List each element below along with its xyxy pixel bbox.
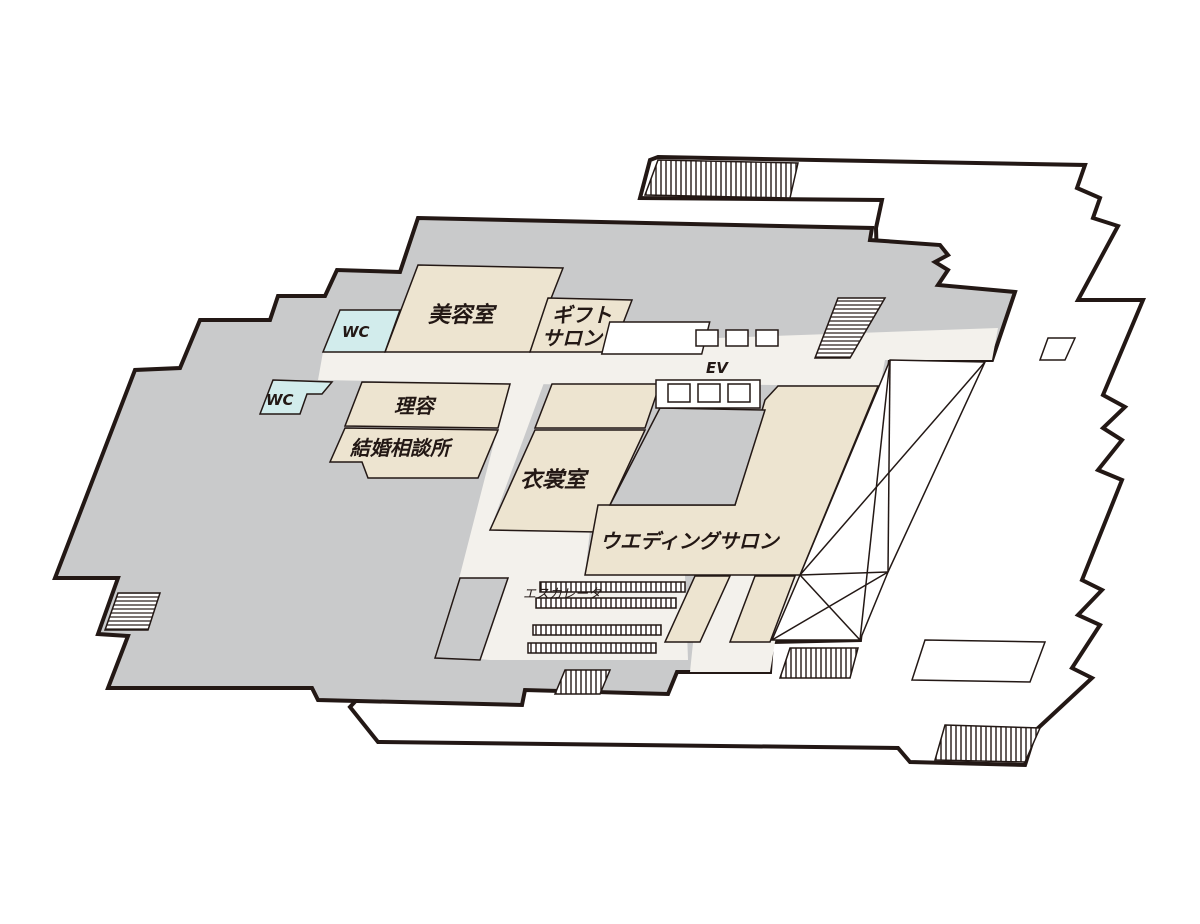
stairs-bottom-right [934,724,1042,763]
wedding-salon-label: ウエディングサロン [600,529,781,553]
costume-room-label: 衣裳室 [520,467,590,493]
barber-room [343,381,511,429]
stairs-top-left [643,159,799,199]
stairs-left [103,592,162,631]
beauty-salon-label: 美容室 [428,302,498,328]
stairs-bottom-right-inner [778,647,859,679]
stairs-upper-right [813,297,887,359]
gift-salon-label-1: ギフト [552,303,612,327]
elevator-car [697,383,721,403]
elevator-car [755,329,779,347]
inner-gray-block [608,407,767,506]
marriage-consult-label: 結婚相談所 [349,436,454,460]
wc-upper-room [321,309,402,353]
stairs-bottom-center [553,669,612,695]
wc-lower-label: WC [266,391,294,409]
terrace-box-large [910,639,1047,683]
elevator-car [727,383,751,403]
room-small-a [663,575,732,643]
costume-room-upper [533,383,662,429]
elevator-label: EV [706,359,729,377]
wc-upper-label: WC [342,323,370,341]
elevator-car [667,383,691,403]
barber-label: 理容 [394,394,437,418]
wc-lower-room [258,379,334,415]
elevator-group [600,321,779,409]
elevator-car [725,329,749,347]
room-small-b [728,575,797,643]
escalator-label: エスカレータ [523,587,602,602]
escalator-group [527,581,686,654]
gift-salon-label-2: サロン [542,326,604,350]
elevator-car [695,329,719,347]
terrace-box-small [1038,337,1077,361]
marriage-consult-room [328,427,500,479]
escalator-side-block [433,577,510,661]
